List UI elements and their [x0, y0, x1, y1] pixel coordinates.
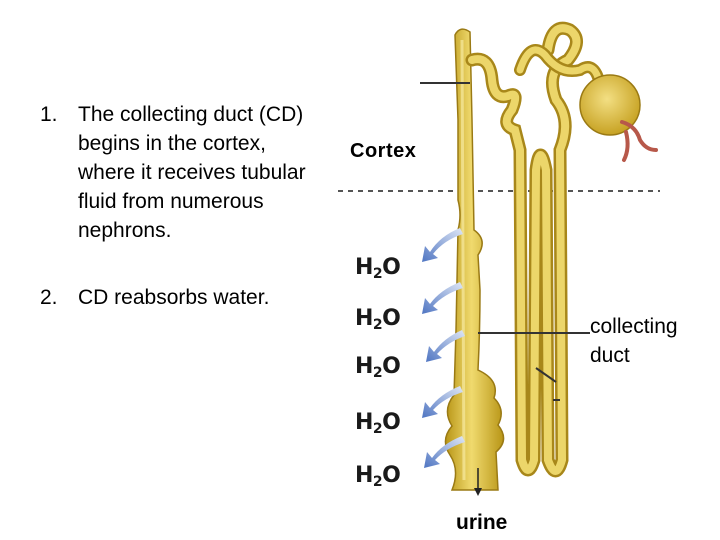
water-label: H2O	[355, 306, 401, 333]
list-item: 2. CD reabsorbs water.	[40, 283, 310, 312]
urine-label: urine	[456, 511, 508, 534]
water-label: H2O	[355, 255, 401, 282]
collecting-duct-label: collecting duct	[590, 312, 690, 370]
water-arrow	[422, 386, 463, 418]
water-arrows	[422, 228, 465, 468]
water-arrow	[422, 282, 463, 314]
collecting-duct-label-text: collecting duct	[590, 315, 678, 367]
cortex-label: Cortex	[350, 140, 417, 162]
water-label: H2O	[355, 354, 401, 381]
list-text: The collecting duct (CD) begins in the c…	[78, 103, 306, 242]
urine-arrow-head	[474, 488, 482, 496]
list-number: 2.	[40, 286, 58, 309]
water-arrow	[424, 436, 465, 468]
tick-mark	[535, 367, 557, 383]
water-label: H2O	[355, 410, 401, 437]
water-arrow	[426, 330, 465, 362]
water-label: H2O	[355, 463, 401, 490]
list-number: 1.	[40, 103, 58, 126]
water-arrow	[422, 228, 463, 262]
bullet-list: 1. The collecting duct (CD) begins in th…	[40, 100, 310, 312]
list-text: CD reabsorbs water.	[78, 286, 270, 309]
nephron-tubule-shape	[465, 21, 606, 478]
blood-vessel-shape	[620, 120, 658, 162]
glomerulus-shape	[579, 74, 641, 136]
list-item: 1. The collecting duct (CD) begins in th…	[40, 100, 310, 245]
nephron-diagram	[338, 21, 660, 496]
collecting-duct-shape	[444, 28, 505, 491]
